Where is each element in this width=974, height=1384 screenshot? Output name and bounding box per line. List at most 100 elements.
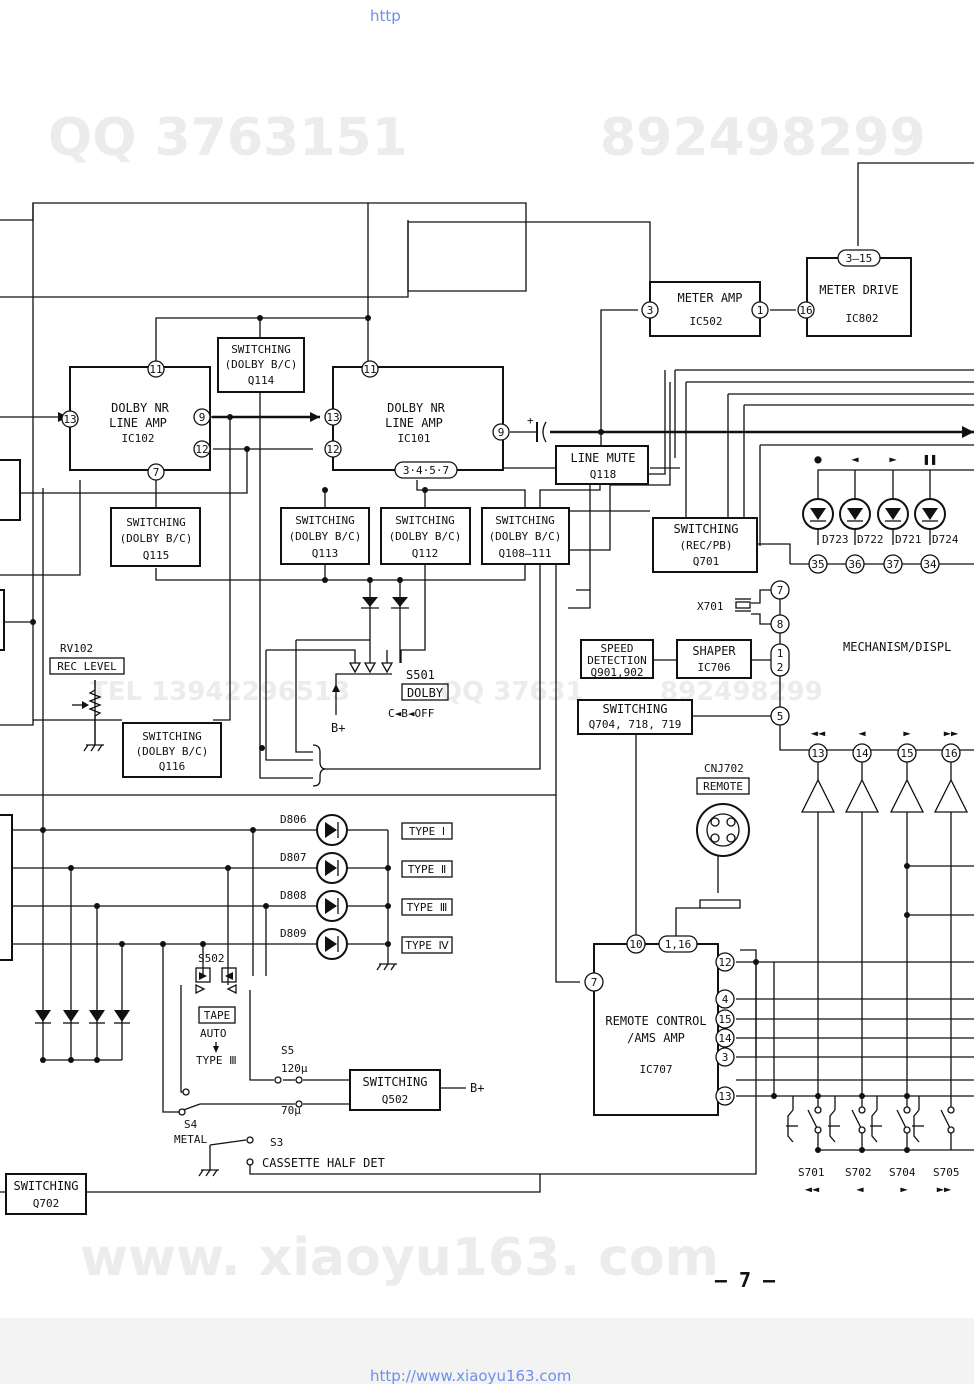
cnj702-label: CNJ702 [704,762,744,775]
svg-text:+: + [527,414,534,427]
q701-line1: SWITCHING [673,522,738,536]
ic102-pin: 12 [195,443,208,456]
ic707-pin: 4 [722,993,729,1006]
q116-line3: Q116 [159,760,186,773]
ic707-line2: /AMS AMP [627,1031,685,1045]
auto-label: AUTO [200,1027,227,1040]
mech-pin: 8 [777,618,784,631]
mechanism-pins: 35 36 37 34 7 8 12 5 13 14 15 16 MECHANI… [770,554,961,763]
q112-line1: SWITCHING [395,514,455,527]
q108-line1: SWITCHING [495,514,555,527]
rv102-pot: RV102 REC LEVEL [49,642,125,752]
arrowhead-icon [962,426,974,438]
q701-block: SWITCHING (REC/PB) Q701 [652,517,758,573]
q901-line1: SPEED [600,642,633,655]
ic102-pin: 13 [63,413,76,426]
tape-label: TAPE [204,1009,231,1022]
ic102-line3: IC102 [121,432,154,445]
d807-label: D807 [280,851,307,864]
watermark-tel: TEL 13942296513 [90,677,350,707]
ic707-pin: 1,16 [665,938,692,951]
q116-block: SWITCHING (DOLBY B/C) Q116 [122,722,222,778]
ic102-line2: LINE AMP [109,416,167,430]
ic707-block: REMOTE CONTROL /AMS AMP IC707 10 1,16 7 … [584,934,735,1116]
mechanism-label: MECHANISM/DISPL [843,640,951,654]
ic802-pin: 16 [799,304,812,317]
q502-line1: SWITCHING [362,1075,427,1089]
q113-line1: SWITCHING [295,514,355,527]
mech-pin: 1 [777,647,784,660]
q702-line1: SWITCHING [13,1179,78,1193]
d808-label: D808 [280,889,307,902]
rewind-icon: ◄ [851,452,859,466]
tape-type-leds: D806 D807 D808 D809 TYPE Ⅰ TYPE Ⅱ TYPE Ⅲ… [280,813,453,971]
watermark-qq-right: 892498299 [600,108,926,168]
s704-key [870,1106,911,1143]
q502-line2: Q502 [382,1093,409,1106]
mech-pin: 5 [777,710,784,723]
junction-dots [30,315,910,1153]
q115-block: SWITCHING (DOLBY B/C) Q115 [110,507,201,567]
ic706-line1: SHAPER [692,644,736,658]
left-stub-block [0,589,5,651]
q901-line3: Q901,902 [591,666,644,679]
q116-line2: (DOLBY B/C) [136,745,209,758]
mech-pin: 13 [811,747,824,760]
ic502-pin: 1 [757,304,764,317]
forward-icon: ► [903,726,911,740]
ic707-pin: 13 [718,1090,731,1103]
diode-pair [361,597,409,609]
cassette-half-det-label: CASSETTE HALF DET [262,1156,385,1170]
type1-label: TYPE Ⅰ [409,825,445,838]
scan-noise-band [0,1318,974,1384]
q114-block: SWITCHING (DOLBY B/C) Q114 [217,337,305,393]
mech-pin: 14 [855,747,869,760]
rec-level-label: REC LEVEL [57,660,117,673]
d806-label: D806 [280,813,307,826]
ic707-pin: 14 [718,1032,732,1045]
ic707-pin: 12 [718,956,731,969]
s502-label: S502 [198,952,225,965]
mech-pin: 36 [848,558,861,571]
ic101-line3: IC101 [397,432,430,445]
rewind-icon: ◄◄ [811,726,826,740]
ic101-pin: 13 [326,411,339,424]
ic102-block: DOLBY NR LINE AMP IC102 13 11 9 12 7 [61,360,211,481]
s701-label: S701 [798,1166,825,1179]
ic802-block: METER DRIVE IC802 16 3—15 [797,249,912,337]
key-switches: S701 S702 S704 S705 ◄◄ ◄ ► ►► [786,1106,960,1196]
s3-switch: S3 CASSETTE HALF DET [198,1136,385,1177]
ic101-pin: 11 [363,363,376,376]
ic707-pin: 3 [722,1051,729,1064]
s705-key [912,1106,955,1143]
q901-block: SPEED DETECTION Q901,902 [580,639,654,679]
coupling-capacitor: + [520,414,547,443]
s704-label: S704 [889,1166,916,1179]
ic101-line2: LINE AMP [385,416,443,430]
brace [312,744,327,787]
q704-line2: Q704, 718, 719 [589,718,682,731]
q118-line2: Q118 [590,468,617,481]
play-icon: ► [889,452,897,466]
x701-label: X701 [697,600,724,613]
fast-forward-icon: ►► [937,1182,952,1196]
fast-forward-icon: ►► [944,726,959,740]
ic502-line1: METER AMP [677,291,742,305]
watermark-site: www. xiaoyu163. com [80,1228,719,1288]
q115-line2: (DOLBY B/C) [120,532,193,545]
left-stub-block [0,814,13,961]
ic707-pin: 15 [718,1013,731,1026]
mech-pin: 35 [811,558,824,571]
rewind-icon: ◄◄ [805,1182,820,1196]
mech-pin: 7 [777,584,784,597]
mech-pin: 2 [777,661,784,674]
q701-line3: Q701 [693,555,720,568]
ic102-line1: DOLBY NR [111,401,170,415]
d723-label: D723 [822,533,849,546]
type2-label: TYPE Ⅱ [408,863,447,876]
s5-120-label: 120μ [281,1062,308,1075]
q112-block: SWITCHING (DOLBY B/C) Q112 [380,507,471,565]
mech-pin: 16 [944,747,957,760]
q115-line1: SWITCHING [126,516,186,529]
